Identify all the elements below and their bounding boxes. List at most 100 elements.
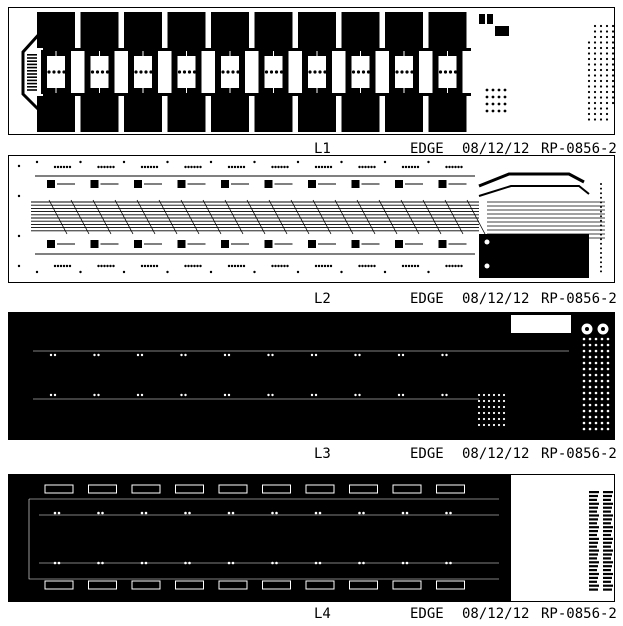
via <box>445 264 448 268</box>
top-power-pad <box>124 12 162 48</box>
via <box>187 70 192 74</box>
edge-finger <box>603 491 613 494</box>
via <box>410 264 414 268</box>
part-number: RP-0856-2 <box>541 141 617 157</box>
header-pin <box>593 30 597 33</box>
via <box>100 264 103 268</box>
header-pin <box>600 196 602 199</box>
via <box>239 165 243 169</box>
part-number: RP-0856-2 <box>541 446 617 462</box>
via <box>600 409 604 413</box>
via <box>140 511 144 515</box>
via <box>588 349 592 353</box>
via <box>606 343 610 347</box>
slot-outline <box>131 580 161 590</box>
header-pin <box>593 107 597 110</box>
via <box>180 393 183 397</box>
slot-outline <box>175 484 204 494</box>
edge-finger <box>589 576 598 579</box>
slot-outline <box>44 580 74 590</box>
via <box>502 411 506 415</box>
via <box>497 405 501 409</box>
edge-finger <box>603 549 613 552</box>
edge-finger <box>603 580 611 583</box>
header-pin <box>605 107 609 110</box>
header-pin <box>611 96 614 99</box>
via <box>492 423 496 427</box>
via <box>600 403 604 407</box>
layer-2-panel <box>8 155 615 283</box>
edge-finger <box>603 526 613 529</box>
top-power-pad <box>385 12 423 48</box>
crossover-trace <box>444 199 464 235</box>
via <box>485 95 489 99</box>
edge-finger <box>589 569 597 572</box>
via <box>139 70 143 74</box>
via <box>105 70 110 74</box>
via <box>492 405 496 409</box>
via <box>482 417 486 421</box>
edge-finger <box>589 522 597 525</box>
via <box>277 165 280 169</box>
via <box>101 511 104 515</box>
date-label: 08/12/12 <box>462 141 530 157</box>
connector-finger <box>27 70 37 72</box>
header-pin <box>605 85 609 88</box>
layer-4-artwork <box>9 475 613 601</box>
header-pin <box>605 57 609 61</box>
via <box>358 353 361 357</box>
via <box>582 409 586 413</box>
mounting-hole-center <box>585 327 589 331</box>
edge-finger <box>603 557 611 560</box>
via <box>354 393 357 397</box>
clearance-slot <box>132 485 160 493</box>
header-pin <box>599 24 603 28</box>
via <box>588 415 592 419</box>
header-pin <box>593 85 597 88</box>
connector-finger <box>27 60 37 62</box>
via <box>491 95 495 99</box>
via <box>149 70 153 74</box>
via <box>236 70 240 74</box>
header-pin <box>599 112 603 116</box>
via <box>166 270 169 274</box>
via <box>448 264 451 268</box>
header-pin <box>599 96 603 99</box>
via <box>227 165 231 169</box>
edge-finger <box>603 565 612 568</box>
edge-finger <box>589 514 599 517</box>
via <box>52 70 56 74</box>
bottom-power-pad <box>385 96 423 132</box>
via <box>582 427 586 431</box>
via <box>410 165 414 169</box>
via <box>485 109 489 113</box>
edge-finger <box>589 588 598 591</box>
component-pad <box>90 180 99 188</box>
connector-finger <box>27 66 37 69</box>
via <box>275 511 278 515</box>
via <box>588 421 592 425</box>
via <box>326 264 330 268</box>
header-pin <box>600 210 602 213</box>
via <box>103 165 106 169</box>
crossover-trace <box>224 199 244 235</box>
via <box>373 165 376 169</box>
via <box>313 70 317 74</box>
component-pad <box>438 240 447 248</box>
bottom-power-pad <box>167 96 206 132</box>
via <box>485 88 489 92</box>
edge-finger <box>589 580 597 583</box>
via <box>594 379 598 383</box>
via <box>404 165 408 169</box>
header-pin <box>599 79 603 83</box>
via <box>354 353 357 357</box>
via <box>182 70 187 74</box>
slot-outline <box>88 484 117 494</box>
header-pin <box>605 74 609 77</box>
via <box>482 423 486 427</box>
edge-finger <box>603 553 612 556</box>
via <box>477 405 481 409</box>
header-pin <box>593 112 597 116</box>
via <box>482 393 486 397</box>
edge-label: EDGE <box>410 141 444 157</box>
